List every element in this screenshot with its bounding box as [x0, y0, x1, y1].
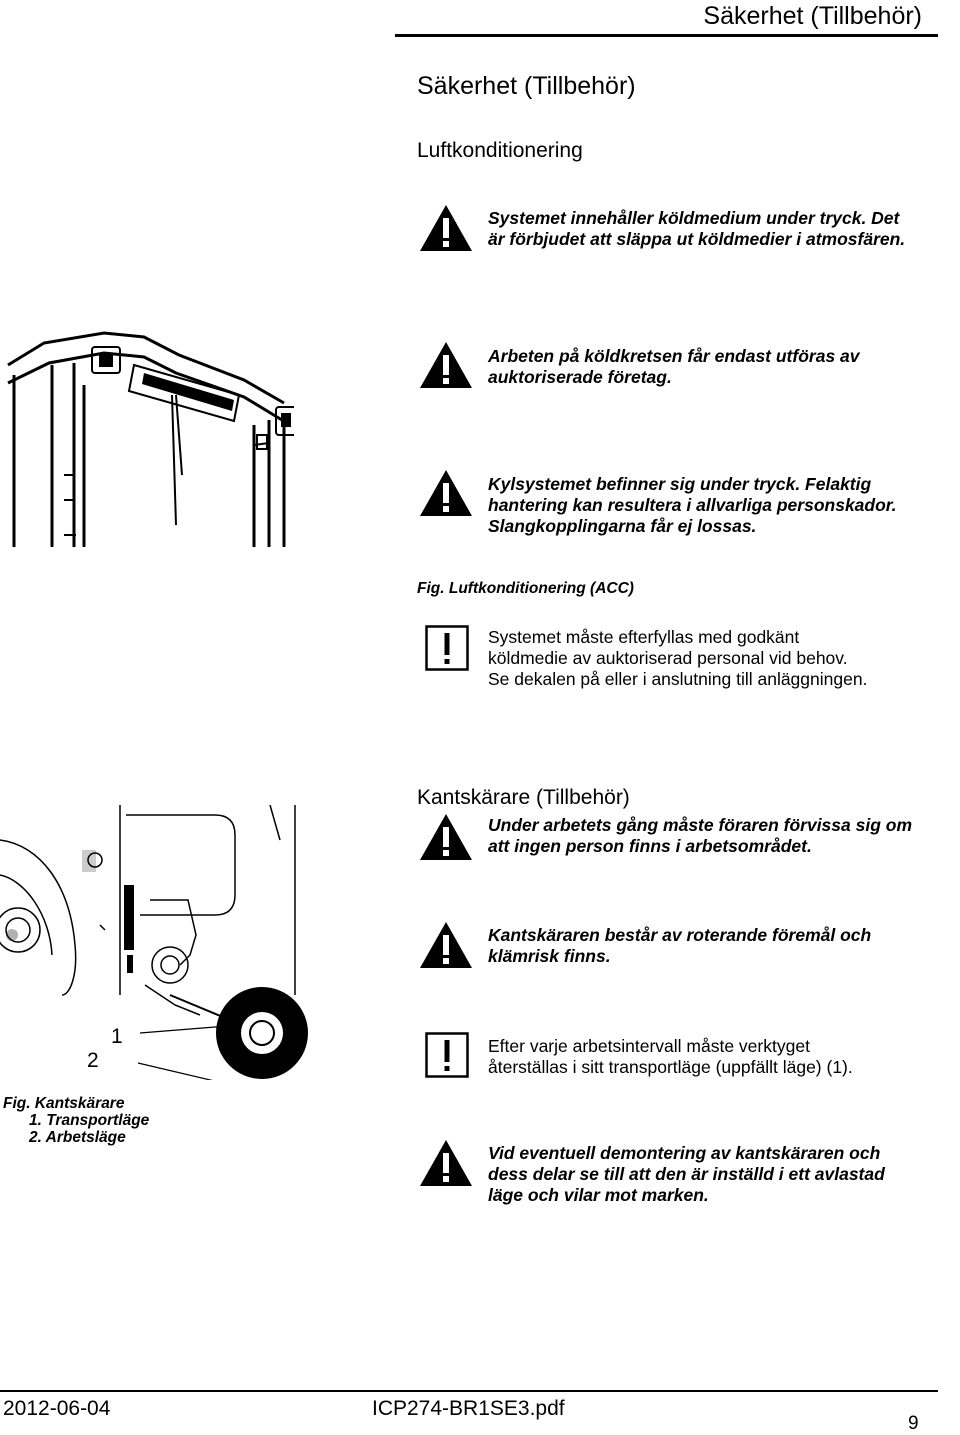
running-header: Säkerhet (Tillbehör)	[703, 2, 922, 30]
note-line: återställas i sitt transportläge (uppfäl…	[488, 1057, 853, 1077]
footer-date: 2012-06-04	[3, 1397, 111, 1420]
warning-line: klämrisk finns.	[488, 946, 611, 966]
caption-line: 2. Arbetsläge	[29, 1129, 126, 1146]
warning-text-ac-3: Kylsystemet befinner sig under tryck. Fe…	[488, 474, 897, 537]
note-line: Systemet måste efterfyllas med godkänt	[488, 627, 800, 647]
warning-line: Kantskäraren består av roterande föremål…	[488, 925, 872, 945]
warning-line: Under arbetets gång måste föraren förvis…	[488, 815, 913, 835]
warning-line: dess delar se till att den är inställd i…	[488, 1164, 885, 1184]
warning-text-ac-1: Systemet innehåller köldmedium under try…	[488, 208, 905, 250]
warning-triangle-icon	[420, 814, 472, 860]
warning-triangle-icon	[420, 470, 472, 516]
warning-line: auktoriserade företag.	[488, 367, 672, 387]
warning-line: hantering kan resultera i allvarliga per…	[488, 495, 897, 515]
callout-1-label: 1	[111, 1025, 123, 1048]
warning-line: Vid eventuell demontering av kantskärare…	[488, 1143, 881, 1163]
page-number: 9	[908, 1413, 919, 1434]
footer-filename: ICP274-BR1SE3.pdf	[372, 1397, 565, 1420]
warning-triangle-icon	[420, 342, 472, 388]
edge-cutter-illustration	[0, 805, 308, 1080]
section-heading-ac: Luftkonditionering	[417, 139, 583, 162]
warning-triangle-icon	[420, 1140, 472, 1186]
note-text-cutter: Efter varje arbetsintervall måste verkty…	[488, 1036, 853, 1078]
note-line: Efter varje arbetsintervall måste verkty…	[488, 1036, 810, 1056]
caption-line: 1. Transportläge	[29, 1112, 150, 1129]
air-conditioning-illustration	[7, 331, 294, 547]
header-rule	[395, 34, 938, 37]
callout-2-label: 2	[87, 1049, 99, 1072]
note-exclamation-icon	[425, 625, 469, 671]
note-exclamation-icon	[425, 1032, 469, 1078]
footer-rule	[0, 1390, 938, 1392]
warning-line: att ingen person finns i arbetsområdet.	[488, 836, 812, 856]
warning-triangle-icon	[420, 922, 472, 968]
figure-caption-cutter: Fig. Kantskärare 1. Transportläge 2. Arb…	[3, 1095, 149, 1146]
warning-text-cutter-2: Kantskäraren består av roterande föremål…	[488, 925, 871, 967]
warning-line: Arbeten på köldkretsen får endast utföra…	[488, 346, 860, 366]
warning-triangle-icon	[420, 205, 472, 251]
warning-line: Slangkopplingarna får ej lossas.	[488, 516, 757, 536]
note-line: köldmedie av auktoriserad personal vid b…	[488, 648, 848, 668]
page-title: Säkerhet (Tillbehör)	[417, 72, 636, 100]
note-text-ac: Systemet måste efterfyllas med godkänt k…	[488, 627, 867, 690]
warning-text-cutter-1: Under arbetets gång måste föraren förvis…	[488, 815, 912, 857]
warning-line: Systemet innehåller köldmedium under try…	[488, 208, 900, 228]
section-heading-cutter: Kantskärare (Tillbehör)	[417, 786, 630, 809]
warning-line: är förbjudet att släppa ut köldmedier i …	[488, 229, 906, 249]
warning-line: Kylsystemet befinner sig under tryck. Fe…	[488, 474, 872, 494]
figure-caption-ac: Fig. Luftkonditionering (ACC)	[417, 580, 634, 597]
warning-text-cutter-3: Vid eventuell demontering av kantskärare…	[488, 1143, 885, 1206]
warning-line: läge och vilar mot marken.	[488, 1185, 709, 1205]
warning-text-ac-2: Arbeten på köldkretsen får endast utföra…	[488, 346, 860, 388]
caption-line: Fig. Kantskärare	[3, 1095, 125, 1112]
note-line: Se dekalen på eller i anslutning till an…	[488, 669, 868, 689]
